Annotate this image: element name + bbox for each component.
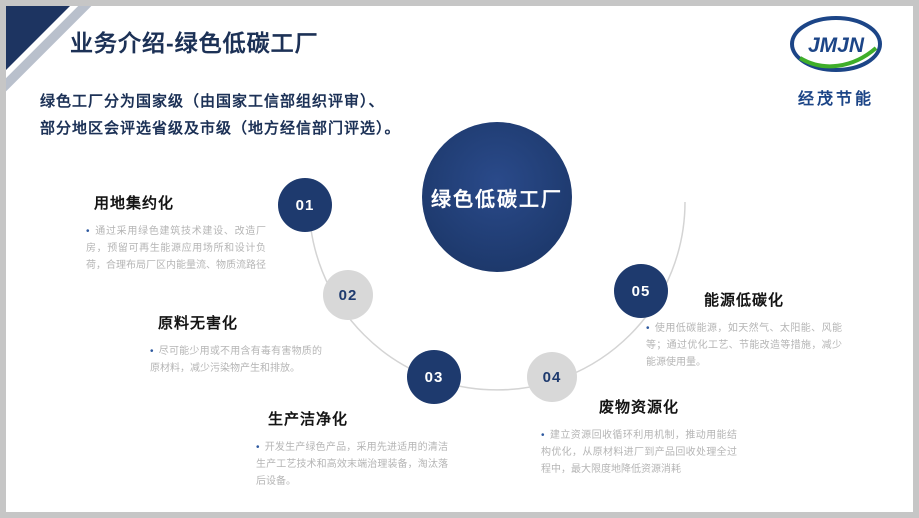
item-desc-text: 建立资源回收循环利用机制，推动用能结构优化，从原材料进厂到产品回收处理全过程中，… [541, 430, 737, 475]
item-block-waste: 废物资源化 •建立资源回收循环利用机制，推动用能结构优化，从原材料进厂到产品回收… [541, 396, 737, 478]
item-title: 废物资源化 [598, 399, 679, 416]
item-desc-text: 开发生产绿色产品，采用先进适用的清洁生产工艺技术和高效末端治理装备，淘汰落后设备… [256, 442, 448, 487]
item-desc: •开发生产绿色产品，采用先进适用的清洁生产工艺技术和高效末端治理装备，淘汰落后设… [256, 439, 448, 490]
node-04: 04 [527, 352, 577, 402]
node-number: 05 [631, 282, 651, 300]
node-03: 03 [407, 350, 461, 404]
page-title: 业务介绍-绿色低碳工厂 [70, 30, 319, 56]
slide-subtitle: 绿色工厂分为国家级（由国家工信部组织评审）、 部分地区会评选省级及市级（地方经信… [40, 88, 401, 142]
item-block-energy: 能源低碳化 •使用低碳能源，如天然气、太阳能、风能等；通过优化工艺、节能改造等措… [646, 289, 842, 371]
node-number: 03 [424, 368, 444, 386]
item-block-land: 用地集约化 •通过采用绿色建筑技术建设、改造厂房，预留可再生能源应用场所和设计负… [86, 192, 266, 274]
subtitle-line-2: 部分地区会评选省级及市级（地方经信部门评选）。 [40, 120, 401, 137]
logo-leaf-swoosh [798, 46, 878, 69]
node-02: 02 [323, 270, 373, 320]
item-block-production: 生产洁净化 •开发生产绿色产品，采用先进适用的清洁生产工艺技术和高效末端治理装备… [256, 408, 448, 490]
item-title: 用地集约化 [94, 195, 175, 212]
item-desc-text: 尽可能少用或不用含有毒有害物质的原材料，减少污染物产生和排放。 [150, 346, 322, 374]
subtitle-line-1: 绿色工厂分为国家级（由国家工信部组织评审）、 [40, 93, 385, 110]
node-number: 04 [542, 368, 562, 386]
logo-company-name: 经茂节能 [797, 91, 874, 108]
item-desc: •使用低碳能源，如天然气、太阳能、风能等；通过优化工艺、节能改造等措施，减少能源… [646, 320, 842, 371]
item-desc-text: 通过采用绿色建筑技术建设、改造厂房，预留可再生能源应用场所和设计负荷，合理布局厂… [86, 226, 266, 271]
item-desc: •通过采用绿色建筑技术建设、改造厂房，预留可再生能源应用场所和设计负荷，合理布局… [86, 223, 266, 274]
slide: 业务介绍-绿色低碳工厂 JMJN 经茂节能 绿色工厂分为国家级（由国家工信部组织… [6, 6, 913, 512]
company-logo: JMJN 经茂节能 [778, 14, 894, 109]
node-number: 02 [338, 286, 358, 304]
bullet-icon: • [150, 346, 154, 357]
bullet-icon: • [256, 442, 260, 453]
bullet-icon: • [646, 323, 650, 334]
center-node: 绿色低碳工厂 [422, 122, 572, 272]
item-block-material: 原料无害化 •尽可能少用或不用含有毒有害物质的原材料，减少污染物产生和排放。 [150, 312, 322, 377]
node-05: 05 [614, 264, 668, 318]
item-desc: •建立资源回收循环利用机制，推动用能结构优化，从原材料进厂到产品回收处理全过程中… [541, 427, 737, 478]
item-title: 原料无害化 [158, 315, 239, 332]
center-node-label: 绿色低碳工厂 [431, 188, 563, 211]
bullet-icon: • [86, 226, 90, 237]
logo-acronym: JMJN [808, 34, 865, 57]
item-desc: •尽可能少用或不用含有毒有害物质的原材料，减少污染物产生和排放。 [150, 343, 322, 377]
node-01: 01 [278, 178, 332, 232]
corner-decoration-dark [6, 6, 70, 70]
item-title: 生产洁净化 [268, 411, 349, 428]
bullet-icon: • [541, 430, 545, 441]
item-title: 能源低碳化 [703, 292, 784, 309]
item-desc-text: 使用低碳能源，如天然气、太阳能、风能等；通过优化工艺、节能改造等措施，减少能源使… [646, 323, 842, 368]
logo-emblem: JMJN [790, 16, 882, 72]
node-number: 01 [295, 196, 315, 214]
